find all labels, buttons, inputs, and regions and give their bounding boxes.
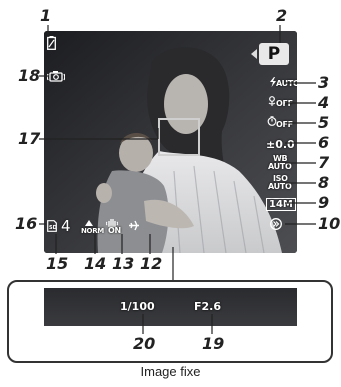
shooting-mode-badge: P <box>259 43 289 65</box>
iso-label: ISO <box>273 174 288 183</box>
exposure-compensation-value: ±0.0 <box>266 138 295 151</box>
iso-value: AUTO <box>268 182 292 191</box>
lcd-screen: P AUTO OFF OFF ±0.0 WB AUTO ISO AUTO 14M <box>44 31 297 253</box>
svg-text:SD: SD <box>49 225 57 231</box>
shutter-speed-value: 1/100 <box>120 300 155 313</box>
macro-flower-icon <box>268 96 276 106</box>
callout-9: 9 <box>318 193 330 212</box>
hand-stabilizer-icon <box>106 219 118 227</box>
callout-13: 13 <box>112 254 135 273</box>
callout-10: 10 <box>318 214 341 233</box>
chevron-right-icon <box>270 218 282 230</box>
aperture-value: F2.6 <box>194 300 222 313</box>
compression-value: NORM <box>81 227 104 235</box>
callout-2: 2 <box>276 6 288 25</box>
callout-8: 8 <box>318 173 330 192</box>
callout-6: 6 <box>318 133 330 152</box>
af-target-frame <box>158 118 200 156</box>
callout-17: 17 <box>18 129 41 148</box>
photo-scene <box>44 31 297 253</box>
callout-4: 4 <box>318 93 330 112</box>
white-balance-value: AUTO <box>268 162 292 171</box>
world-time-plane-icon <box>129 220 139 231</box>
shots-remaining-value: 4 <box>61 217 71 235</box>
image-stabilizer-value: ON <box>108 226 121 235</box>
white-balance-label: WB <box>273 154 288 163</box>
callout-14: 14 <box>84 254 107 273</box>
callout-19: 19 <box>202 334 225 353</box>
compression-quality-icon <box>85 220 93 226</box>
callout-7: 7 <box>318 153 330 172</box>
macro-value: OFF <box>276 99 293 108</box>
flash-icon <box>270 77 276 87</box>
sd-card-icon: SD <box>47 220 57 232</box>
callout-16: 16 <box>15 214 38 233</box>
diagram-caption: Image fixe <box>140 364 201 379</box>
callout-20: 20 <box>133 334 156 353</box>
callout-3: 3 <box>318 73 330 92</box>
self-timer-icon <box>267 116 277 126</box>
self-timer-value: OFF <box>276 120 293 129</box>
battery-icon <box>47 36 56 50</box>
callout-5: 5 <box>318 113 330 132</box>
mode-indicator-arrow-icon <box>251 49 257 59</box>
callout-1: 1 <box>40 6 52 25</box>
callout-12: 12 <box>140 254 163 273</box>
flash-value: AUTO <box>276 79 297 88</box>
camera-shake-warning-icon <box>47 71 65 82</box>
callout-18: 18 <box>18 66 41 85</box>
image-size-value: 14M <box>266 198 296 211</box>
shooting-info-screen: 1/100 F2.6 <box>44 288 297 326</box>
callout-15: 15 <box>46 254 69 273</box>
